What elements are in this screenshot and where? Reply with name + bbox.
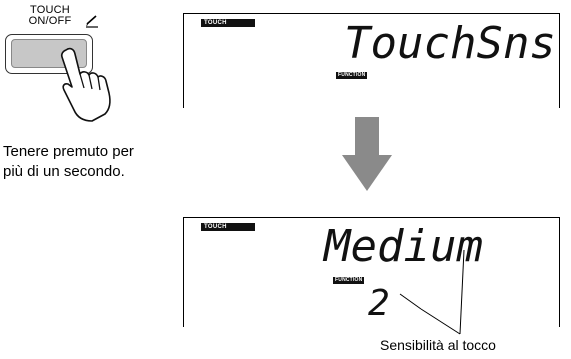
pen-icon — [86, 15, 98, 28]
lcd-display-bottom: TOUCH Medium FUNCTION 2 — [183, 217, 560, 327]
lcd-main-text: Medium — [324, 221, 483, 272]
touch-button-label: TOUCH ON/OFF — [20, 5, 80, 27]
caption-line2: più di un secondo. — [3, 163, 125, 180]
callout-lines — [399, 250, 465, 335]
down-arrow-icon — [342, 117, 392, 191]
lcd-touch-badge: TOUCH — [201, 223, 255, 231]
hand-press-icon — [60, 47, 111, 122]
lcd-display-top: TOUCH TouchSns FUNCTION — [183, 13, 560, 108]
lcd-function-badge: FUNCTION — [333, 277, 365, 284]
touch-label-line1: TOUCH — [30, 4, 70, 16]
lcd-main-text: TouchSns — [344, 18, 556, 69]
sensitivity-caption: Sensibilità al tocco — [380, 337, 496, 353]
touch-label-line2: ON/OFF — [28, 15, 72, 27]
instruction-caption: Tenere premuto per più di un secondo. — [3, 142, 134, 182]
caption-line1: Tenere premuto per — [3, 143, 134, 160]
lcd-touch-badge: TOUCH — [201, 19, 255, 27]
lcd-function-badge: FUNCTION — [336, 72, 368, 79]
lcd-value-digit: 2 — [368, 283, 390, 324]
